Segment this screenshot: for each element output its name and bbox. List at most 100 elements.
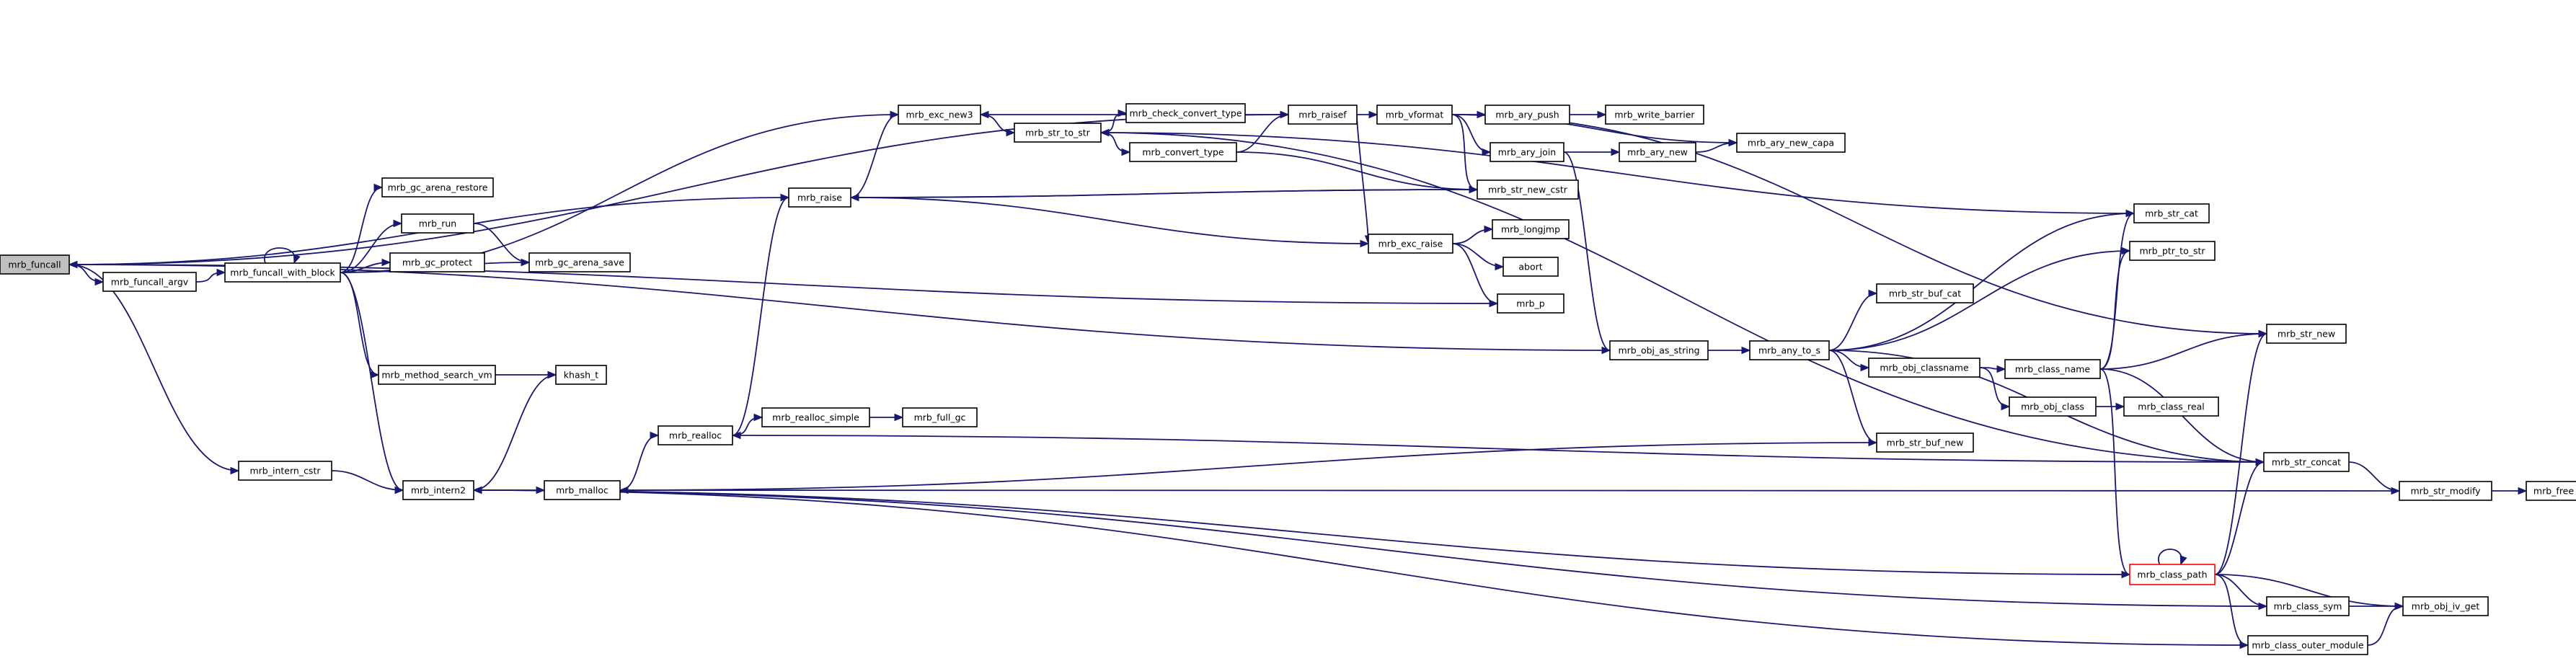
arrowhead bbox=[2001, 402, 2011, 411]
node-label: mrb_intern_cstr bbox=[249, 466, 321, 476]
node-funcall-argv[interactable]: mrb_funcall_argv bbox=[102, 272, 197, 292]
node-box bbox=[1497, 293, 1564, 314]
node-label: mrb_convert_type bbox=[1142, 147, 1224, 158]
edge-str-concat-to-realloc bbox=[731, 431, 2265, 463]
node-intern-cstr[interactable]: mrb_intern_cstr bbox=[238, 461, 332, 481]
node-str-new-cstr[interactable]: mrb_str_new_cstr bbox=[1477, 179, 1579, 200]
arrowhead bbox=[2121, 247, 2131, 255]
node-free[interactable]: mrb_free bbox=[2526, 481, 2576, 501]
node-label: mrb_obj_iv_get bbox=[2412, 601, 2480, 612]
arrowhead bbox=[894, 413, 904, 422]
node-funcall-with-block[interactable]: mrb_funcall_with_block bbox=[224, 262, 341, 283]
node-realloc[interactable]: mrb_realloc bbox=[658, 425, 733, 445]
arrowhead bbox=[373, 183, 384, 192]
edge-line bbox=[68, 264, 104, 283]
node-gc-arena-restore[interactable]: mrb_gc_arena_restore bbox=[381, 177, 494, 198]
arrowhead bbox=[2394, 602, 2404, 611]
node-ptr-to-str[interactable]: mrb_ptr_to_str bbox=[2129, 241, 2216, 261]
node-malloc[interactable]: mrb_malloc bbox=[544, 480, 621, 500]
node-convert-type[interactable]: mrb_convert_type bbox=[1129, 142, 1237, 162]
node-any-to-s[interactable]: mrb_any_to_s bbox=[1749, 340, 1830, 360]
edge-str-new-cstr-to-raise bbox=[849, 189, 1478, 202]
arrowhead bbox=[230, 466, 240, 475]
node-write-barrier[interactable]: mrb_write_barrier bbox=[1605, 105, 1704, 125]
node-vformat[interactable]: mrb_vformat bbox=[1376, 105, 1453, 125]
node-method-search-vm[interactable]: mrb_method_search_vm bbox=[378, 365, 496, 385]
node-class-outer-module[interactable]: mrb_class_outer_module bbox=[2247, 635, 2368, 655]
node-class-path[interactable]: mrb_class_path bbox=[2129, 564, 2216, 585]
node-box bbox=[378, 365, 496, 385]
node-str-buf-cat[interactable]: mrb_str_buf_cat bbox=[1876, 283, 1974, 303]
edge-line bbox=[68, 264, 239, 471]
node-label: mrb_str_new bbox=[2278, 329, 2335, 340]
node-box bbox=[224, 262, 341, 283]
node-obj-iv-get[interactable]: mrb_obj_iv_get bbox=[2402, 596, 2489, 616]
node-raise[interactable]: mrb_raise bbox=[788, 187, 851, 208]
edge-class-path-to-class-outer-module bbox=[2214, 574, 2249, 649]
edge-line bbox=[732, 435, 2265, 463]
edge-any-to-s-to-str-buf-cat bbox=[1828, 289, 1878, 351]
node-class-name[interactable]: mrb_class_name bbox=[2004, 359, 2101, 379]
arrowhead bbox=[1006, 128, 1016, 137]
node-box bbox=[2009, 396, 2097, 417]
node-run[interactable]: mrb_run bbox=[401, 213, 474, 234]
node-ary-new-capa[interactable]: mrb_ary_new_capa bbox=[1736, 133, 1846, 153]
node-str-new[interactable]: mrb_str_new bbox=[2266, 324, 2347, 344]
node-str-cat[interactable]: mrb_str_cat bbox=[2133, 203, 2210, 223]
node-p[interactable]: mrb_p bbox=[1497, 293, 1564, 314]
node-box bbox=[402, 480, 474, 500]
node-abort[interactable]: abort bbox=[1502, 257, 1559, 277]
arrowhead bbox=[1597, 110, 1607, 119]
arrowhead bbox=[381, 258, 391, 267]
edge-line bbox=[473, 489, 2267, 607]
edge-line bbox=[2348, 461, 2400, 492]
edge-line bbox=[1451, 114, 1491, 153]
edge-line bbox=[340, 272, 404, 491]
node-box bbox=[2004, 359, 2101, 379]
node-raisef[interactable]: mrb_raisef bbox=[1288, 105, 1358, 125]
arrowhead bbox=[1495, 262, 1505, 271]
node-ary-join[interactable]: mrb_ary_join bbox=[1490, 142, 1564, 162]
node-str-concat[interactable]: mrb_str_concat bbox=[2263, 452, 2350, 472]
arrowhead bbox=[1996, 365, 2006, 373]
node-gc-protect[interactable]: mrb_gc_protect bbox=[389, 252, 485, 272]
node-check-convert-type[interactable]: mrb_check_convert_type bbox=[1125, 103, 1246, 123]
node-full-gc[interactable]: mrb_full_gc bbox=[902, 407, 978, 427]
node-class-sym[interactable]: mrb_class_sym bbox=[2266, 596, 2350, 616]
arrowhead bbox=[1868, 289, 1878, 298]
node-funcall[interactable]: mrb_funcall bbox=[0, 254, 70, 275]
node-realloc-simple[interactable]: mrb_realloc_simple bbox=[761, 407, 870, 427]
node-ary-new[interactable]: mrb_ary_new bbox=[1619, 142, 1696, 162]
node-exc-raise[interactable]: mrb_exc_raise bbox=[1368, 234, 1453, 254]
node-box bbox=[1736, 133, 1846, 153]
node-obj-classname[interactable]: mrb_obj_classname bbox=[1868, 358, 1980, 378]
node-longjmp[interactable]: mrb_longjmp bbox=[1492, 219, 1570, 239]
arrowhead bbox=[979, 110, 989, 119]
arrowhead bbox=[293, 254, 301, 265]
node-str-buf-new[interactable]: mrb_str_buf_new bbox=[1876, 432, 1974, 453]
node-box bbox=[1376, 105, 1453, 125]
arrowhead bbox=[1482, 148, 1492, 156]
node-label: mrb_raise bbox=[797, 192, 842, 203]
edge-line bbox=[2099, 368, 2130, 575]
arrowhead bbox=[370, 371, 380, 379]
function-nodes: mrb_funcall mrb_funcall_argv mrb_funcall_w… bbox=[0, 103, 2576, 655]
node-class-real[interactable]: mrb_class_real bbox=[2123, 396, 2219, 417]
arrowhead bbox=[472, 486, 482, 494]
edge-line bbox=[1451, 114, 2267, 334]
edge-raisef-to-vformat bbox=[1357, 110, 1378, 119]
node-label: mrb_gc_protect bbox=[402, 257, 472, 268]
node-label: mrb_str_new_cstr bbox=[1488, 185, 1568, 195]
node-ary-push[interactable]: mrb_ary_push bbox=[1484, 105, 1570, 125]
node-obj-as-string[interactable]: mrb_obj_as_string bbox=[1609, 340, 1709, 360]
node-gc-arena-save[interactable]: mrb_gc_arena_save bbox=[528, 252, 631, 272]
edge-line bbox=[1828, 350, 1877, 443]
node-str-to-str[interactable]: mrb_str_to_str bbox=[1014, 123, 1102, 143]
node-str-modify[interactable]: mrb_str_modify bbox=[2399, 481, 2492, 501]
node-label: mrb_class_real bbox=[2138, 402, 2204, 412]
node-exc-new3[interactable]: mrb_exc_new3 bbox=[898, 105, 981, 125]
node-khash-t[interactable]: khash_t bbox=[555, 365, 607, 385]
node-obj-class[interactable]: mrb_obj_class bbox=[2009, 396, 2097, 417]
edge-line bbox=[1356, 114, 1369, 244]
node-intern2[interactable]: mrb_intern2 bbox=[402, 480, 474, 500]
